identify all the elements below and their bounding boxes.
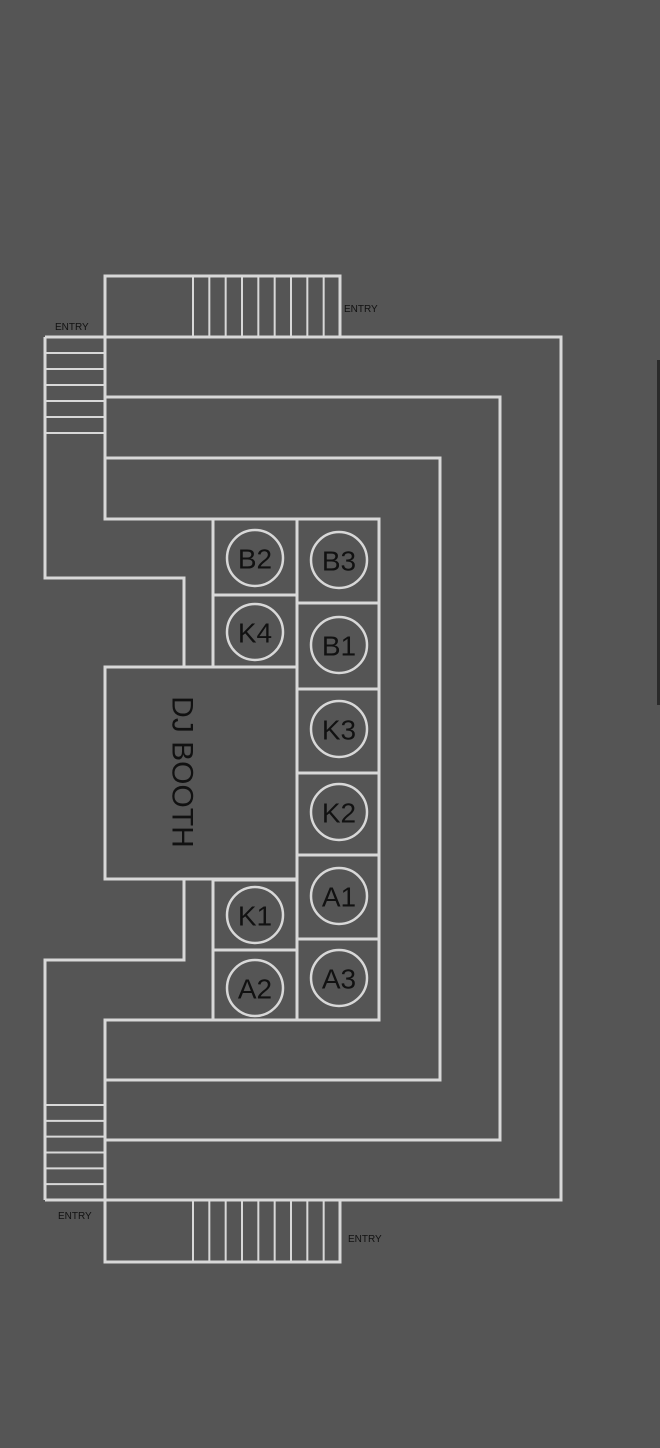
left-wall-top	[103, 337, 213, 521]
table-K2[interactable]: K2	[295, 771, 381, 857]
stairs-left-bottom	[45, 1104, 105, 1201]
entry-label-top: ENTRY	[344, 304, 378, 315]
table-seat-a3[interactable]	[309, 948, 369, 1008]
stairs-top	[192, 276, 341, 337]
stairs-left-top	[45, 336, 105, 434]
left-wall-bottom	[103, 1018, 213, 1200]
table-seat-k4[interactable]	[225, 602, 285, 662]
entry-label-bottom-left: ENTRY	[58, 1211, 92, 1222]
middle-ring	[105, 395, 502, 1142]
outer-ring	[105, 335, 563, 1202]
entry-label-bottom: ENTRY	[348, 1234, 382, 1245]
inner-ring	[105, 456, 442, 1082]
table-seat-b2[interactable]	[225, 528, 285, 588]
table-A3[interactable]: A3	[295, 937, 381, 1022]
table-A1[interactable]: A1	[295, 853, 381, 941]
table-B2[interactable]: B2	[211, 517, 299, 597]
top-entry-box	[103, 274, 342, 337]
table-B3[interactable]: B3	[295, 517, 381, 605]
dj-booth-box	[103, 665, 299, 881]
table-seat-k3[interactable]	[309, 699, 369, 759]
dj-booth: DJ BOOTH	[103, 665, 299, 881]
table-K3[interactable]: K3	[295, 687, 381, 775]
stairs-bottom	[192, 1200, 341, 1262]
left-step-top	[43, 337, 186, 667]
table-seat-k2[interactable]	[309, 782, 369, 842]
table-seat-b1[interactable]	[309, 615, 369, 675]
table-A2[interactable]: A2	[211, 948, 299, 1022]
scroll-indicator[interactable]	[657, 360, 660, 705]
entry-label-top-left: ENTRY	[55, 322, 89, 333]
table-seat-b3[interactable]	[309, 530, 369, 590]
table-seat-a2[interactable]	[225, 958, 285, 1018]
table-K4[interactable]: K4	[211, 593, 299, 669]
dj-booth-label: DJ BOOTH	[166, 696, 199, 848]
table-seat-k1[interactable]	[225, 885, 285, 945]
walkway-outlines	[43, 274, 563, 1264]
table-K1[interactable]: K1	[211, 878, 299, 952]
table-B1[interactable]: B1	[295, 601, 381, 691]
table-seat-a1[interactable]	[309, 866, 369, 926]
bottom-entry-box	[103, 1200, 342, 1264]
left-step-bottom	[43, 880, 186, 1200]
